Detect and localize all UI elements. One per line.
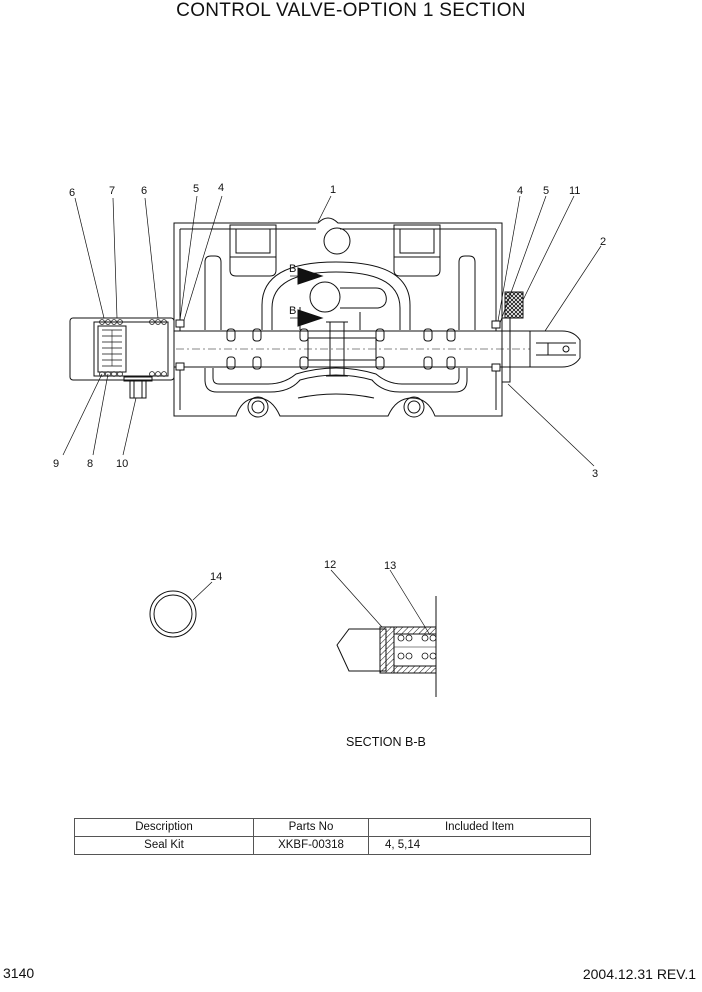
header-included-item: Included Item [368, 818, 591, 837]
callout-8: 8 [87, 458, 93, 470]
header-description: Description [74, 818, 254, 837]
callout-12: 12 [324, 559, 336, 571]
valve-body [173, 217, 503, 418]
revision-date: 2004.12.31 REV.1 [582, 966, 696, 982]
callout-13: 13 [384, 560, 396, 572]
spring-cap-assembly [69, 317, 175, 399]
cell-description: Seal Kit [74, 836, 254, 855]
callout-2: 2 [600, 236, 606, 248]
page-title: CONTROL VALVE-OPTION 1 SECTION [176, 0, 526, 21]
callout-11: 11 [569, 185, 580, 197]
callouts: 6 7 6 5 4 1 4 5 11 2 3 9 8 10 12 13 14 B… [53, 182, 606, 749]
callout-5-left: 5 [193, 183, 199, 195]
section-label: SECTION B-B [346, 735, 426, 749]
callout-14: 14 [210, 571, 222, 583]
section-mark-b-lower: B [289, 305, 296, 317]
cell-included-item: 4, 5,14 [368, 836, 591, 855]
seal-ring-detail [149, 590, 197, 638]
callout-1: 1 [330, 184, 336, 196]
callout-4-left: 4 [218, 182, 224, 194]
header-parts-no: Parts No [253, 818, 369, 837]
callout-5-right: 5 [543, 185, 549, 197]
cell-parts-no: XKBF-00318 [253, 836, 369, 855]
section-mark-b-upper: B [289, 263, 296, 275]
parts-table-header: Description Parts No Included Item [74, 818, 591, 837]
parts-table: Description Parts No Included Item Seal … [74, 818, 591, 855]
callout-10: 10 [116, 458, 128, 470]
callout-3: 3 [592, 468, 598, 480]
callout-6-left: 6 [69, 187, 75, 199]
section-b-b-detail [336, 596, 437, 697]
callout-7: 7 [109, 185, 115, 197]
callout-9: 9 [53, 458, 59, 470]
page-number: 3140 [3, 965, 35, 981]
callout-6-right: 6 [141, 185, 147, 197]
table-row: Seal Kit XKBF-00318 4, 5,14 [74, 836, 591, 855]
leader-lines [62, 195, 602, 636]
callout-4-right: 4 [517, 185, 523, 197]
spool [143, 291, 581, 383]
